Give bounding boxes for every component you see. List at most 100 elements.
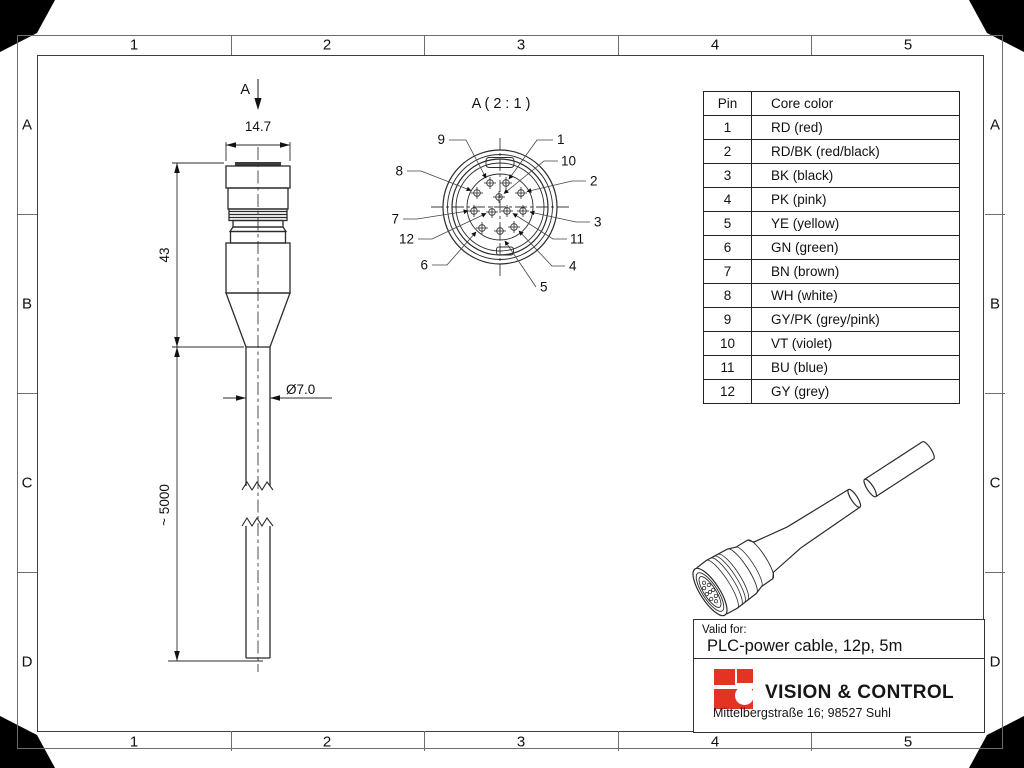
color-cell: GY/PK (grey/pink)	[751, 307, 960, 332]
zone-tick	[811, 731, 812, 751]
zone-band-outer-border	[17, 35, 1003, 749]
zone-row-label: B	[21, 295, 33, 313]
zone-row-label: A	[21, 116, 33, 134]
detail-centerlines	[431, 138, 569, 276]
pin-label-2: 2	[590, 174, 598, 189]
pin-label-8: 8	[395, 164, 403, 179]
pin-label-10: 10	[561, 154, 576, 169]
pin-cell: 3	[703, 163, 752, 188]
zone-column-label: 2	[322, 36, 332, 54]
pin-cell: 4	[703, 187, 752, 212]
detail-view: A ( 2 : 1 )	[391, 96, 601, 295]
color-cell: BN (brown)	[751, 259, 960, 284]
color-cell: YE (yellow)	[751, 211, 960, 236]
zone-column-label: 2	[322, 733, 332, 751]
cable-break-symbol	[241, 480, 274, 492]
iso-connector	[692, 526, 802, 617]
zone-tick	[231, 35, 232, 55]
zone-column-label: 4	[710, 36, 720, 54]
pin-cell: 9	[703, 307, 752, 332]
column-header-core-color: Core color	[751, 91, 960, 116]
cable-outline	[241, 347, 274, 659]
zone-column-label: 5	[903, 733, 913, 751]
company-address: Mittelbergstraße 16; 98527 Suhl	[713, 706, 891, 720]
color-cell: GY (grey)	[751, 379, 960, 404]
length-dim-label: ~ 5000	[157, 484, 172, 526]
connector-face-strip	[235, 162, 281, 167]
color-cell: PK (pink)	[751, 187, 960, 212]
pin-cell: 5	[703, 211, 752, 236]
zone-column-label: 3	[516, 733, 526, 751]
dimension-length	[168, 347, 263, 662]
iso-connector-pins	[701, 580, 719, 604]
zone-tick	[985, 572, 1005, 573]
iso-cable-detached-segment	[863, 441, 935, 498]
zone-tick	[618, 731, 619, 751]
pin-cell: 6	[703, 235, 752, 260]
section-label: A	[240, 82, 250, 98]
zone-column-label: 1	[129, 36, 139, 54]
zone-row-label: A	[989, 116, 1001, 134]
zone-row-label: C	[989, 474, 1001, 492]
detail-view-title: A ( 2 : 1 )	[472, 96, 531, 112]
zone-column-label: 1	[129, 733, 139, 751]
color-cell: GN (green)	[751, 235, 960, 260]
connector-pins	[468, 177, 529, 237]
vision-control-logo-icon	[714, 669, 754, 710]
pin-cell: 8	[703, 283, 752, 308]
iso-cable	[786, 488, 862, 549]
zone-tick	[811, 35, 812, 55]
zone-tick	[985, 393, 1005, 394]
valid-for-label: Valid for:	[702, 624, 747, 636]
dimension-width	[225, 142, 291, 161]
zone-tick	[985, 214, 1005, 215]
zone-tick	[17, 572, 37, 573]
pin-label-6: 6	[420, 258, 428, 273]
pin-leader-lines	[403, 139, 590, 288]
section-arrow	[254, 79, 262, 110]
zone-tick	[17, 214, 37, 215]
cable-break-symbol	[241, 516, 274, 528]
zone-column-label: 5	[903, 36, 913, 54]
zone-column-label: 4	[710, 733, 720, 751]
height-dim-label: 43	[157, 247, 172, 262]
company-name: VISION & CONTROL	[765, 682, 955, 703]
color-cell: BK (black)	[751, 163, 960, 188]
color-cell: RD/BK (red/black)	[751, 139, 960, 164]
connector-rings	[442, 149, 558, 265]
zone-tick	[618, 35, 619, 55]
pin-cell: 11	[703, 355, 752, 380]
zone-tick	[17, 393, 37, 394]
zone-tick	[231, 731, 232, 751]
pin-cell: 7	[703, 259, 752, 284]
pin-label-4: 4	[569, 259, 577, 274]
zone-row-label: C	[21, 474, 33, 492]
title-block: Valid for: PLC-power cable, 12p, 5m VISI…	[693, 619, 985, 733]
side-view: A 14.7 43 ~ 5000 Ø7.0	[157, 79, 332, 672]
isometric-view	[692, 441, 935, 617]
color-cell: WH (white)	[751, 283, 960, 308]
pin-label-9: 9	[437, 132, 445, 147]
pin-label-12: 12	[399, 232, 414, 247]
pin-cell: 1	[703, 115, 752, 140]
zone-row-label: B	[989, 295, 1001, 313]
dimension-diameter	[223, 395, 332, 401]
zone-row-label: D	[21, 653, 33, 671]
color-cell: BU (blue)	[751, 355, 960, 380]
dimension-height	[172, 162, 244, 348]
column-header-pin: Pin	[703, 91, 752, 116]
pin-label-5: 5	[540, 280, 548, 295]
valid-for-box: Valid for: PLC-power cable, 12p, 5m	[694, 620, 984, 659]
iso-boot	[747, 526, 788, 543]
pin-label-7: 7	[391, 212, 399, 227]
